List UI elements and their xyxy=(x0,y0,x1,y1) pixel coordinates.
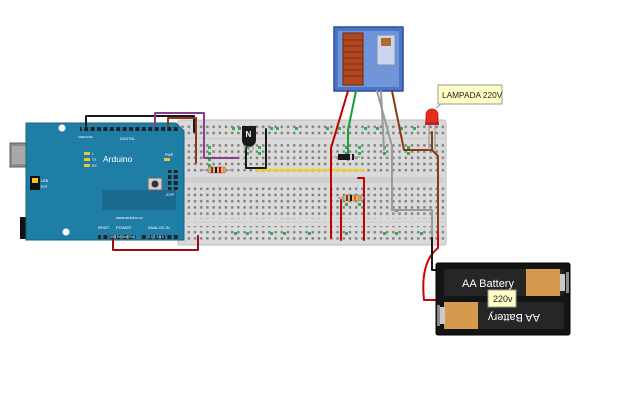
power-pin-labels: 3V3 5V Gnd Vin xyxy=(110,235,134,239)
arduino-board: Arduino DIGITAL POWER ANALOG IN www.ardu… xyxy=(9,122,185,241)
reset-button-knob[interactable] xyxy=(151,180,159,188)
wire-red-relay xyxy=(330,90,349,239)
lamp-label: LAMPADA 220V xyxy=(437,84,503,105)
breadboard-top-rail xyxy=(180,122,444,136)
led-label-tx: TX xyxy=(92,158,97,162)
analog-label: ANALOG IN xyxy=(148,225,170,230)
aref-label: AREF xyxy=(78,135,86,139)
voltage-label-box xyxy=(487,289,517,308)
transistor: N xyxy=(242,126,256,150)
battery-top-label: AA Battery xyxy=(462,278,514,290)
wire-black-battery xyxy=(431,237,437,271)
battery-bottom-label: AA Battery xyxy=(488,311,540,323)
wire-black-top xyxy=(85,115,195,133)
icsp-label: ICSP xyxy=(166,193,175,197)
digital-label: DIGITAL xyxy=(120,136,136,141)
transistor-body xyxy=(242,126,256,147)
wire-black-transistor xyxy=(245,128,267,169)
wire-gray-relay xyxy=(376,90,433,239)
breadboard-bottom-rail xyxy=(180,226,444,240)
pwr-label: PWR xyxy=(165,153,174,157)
ext-label: EXT xyxy=(41,185,49,189)
led-label-l: L xyxy=(92,152,94,156)
voltage-label: 220v xyxy=(487,289,517,308)
wire-purple xyxy=(154,112,239,159)
arduino-brand: Arduino xyxy=(103,154,133,164)
resistor-2 xyxy=(338,194,366,202)
lamp-label-text: LAMPADA 220V xyxy=(442,90,503,100)
transistor-label: N xyxy=(246,130,252,139)
connected-holes xyxy=(208,127,423,235)
wire-red-bottom xyxy=(112,235,199,251)
analog-pin-labels: 0 1 2 3 4 5 xyxy=(148,235,164,239)
diode xyxy=(334,154,360,160)
arduino-pcb xyxy=(25,122,185,241)
analog-header xyxy=(140,233,180,239)
wire-brown-arduino xyxy=(167,117,197,164)
power-label: POWER xyxy=(116,225,131,230)
wire-gray2-relay xyxy=(380,90,385,151)
wire-brown-relay xyxy=(391,90,433,151)
resistor-1 xyxy=(202,166,232,174)
relay-coil xyxy=(342,32,364,86)
led-body xyxy=(425,108,439,125)
breadboard xyxy=(177,119,447,246)
reset-label: RESET xyxy=(98,226,111,230)
wires xyxy=(85,90,439,301)
breadboard-channel xyxy=(180,177,444,183)
voltage-label-text: 220v xyxy=(493,294,513,304)
website-label: www.arduino.cc xyxy=(116,216,143,220)
digital-header xyxy=(80,125,178,132)
atmega-chip xyxy=(102,190,176,210)
power-header xyxy=(98,233,136,239)
usb-label: USB xyxy=(41,179,49,183)
wire-green-relay xyxy=(347,90,357,161)
wire-brown-led xyxy=(431,131,439,233)
wire-red-battery xyxy=(422,231,439,301)
icsp-header xyxy=(168,170,178,190)
led-label-rx: RX xyxy=(92,164,98,168)
lamp-label-box xyxy=(437,84,503,105)
relay xyxy=(333,26,404,92)
gnd-label: GND xyxy=(86,135,94,139)
breadboard-lower-terminal xyxy=(180,185,444,219)
wire-red-mid xyxy=(357,177,365,241)
